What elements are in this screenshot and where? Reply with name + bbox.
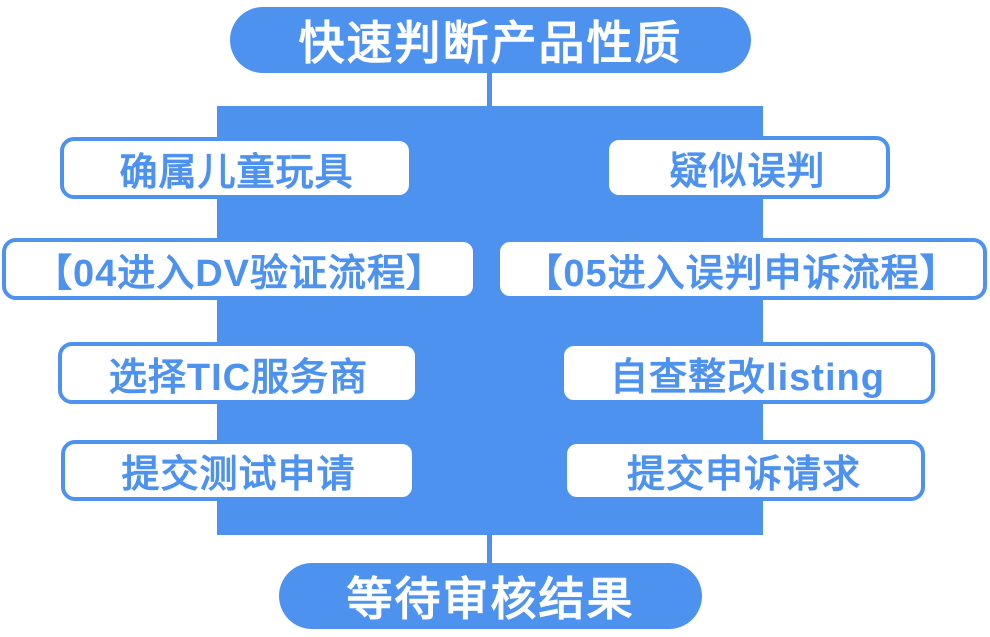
- right-step-1-label: 疑似误判: [669, 151, 826, 193]
- right-step-4-label: 提交申诉请求: [626, 454, 861, 496]
- start-node: 快速判断产品性质: [230, 7, 751, 73]
- connector-line-top: [487, 71, 492, 107]
- left-step-2-label: 【04进入DV验证流程】: [33, 252, 446, 295]
- left-step-1-box: 确属儿童玩具: [60, 137, 413, 199]
- left-step-4-label: 提交测试申请: [121, 454, 356, 496]
- start-node-label: 快速判断产品性质: [298, 17, 683, 69]
- connector-line-bottom: [487, 533, 492, 564]
- left-step-3-label: 选择TIC服务商: [108, 356, 369, 399]
- left-step-3-box: 选择TIC服务商: [58, 342, 419, 404]
- left-step-1-label: 确属儿童玩具: [119, 151, 354, 194]
- left-step-2-box: 【04进入DV验证流程】: [2, 238, 477, 300]
- right-step-4-box: 提交申诉请求: [563, 440, 925, 501]
- end-node: 等待审核结果: [279, 563, 702, 629]
- right-step-3-label: 自查整改listing: [610, 356, 885, 399]
- right-step-3-box: 自查整改listing: [560, 342, 935, 404]
- end-node-label: 等待审核结果: [346, 573, 635, 625]
- right-step-2-label: 【05进入误判申诉流程】: [524, 252, 959, 295]
- left-step-4-box: 提交测试申请: [61, 440, 416, 501]
- right-step-1-box: 疑似误判: [605, 136, 890, 199]
- right-step-2-box: 【05进入误判申诉流程】: [496, 238, 987, 300]
